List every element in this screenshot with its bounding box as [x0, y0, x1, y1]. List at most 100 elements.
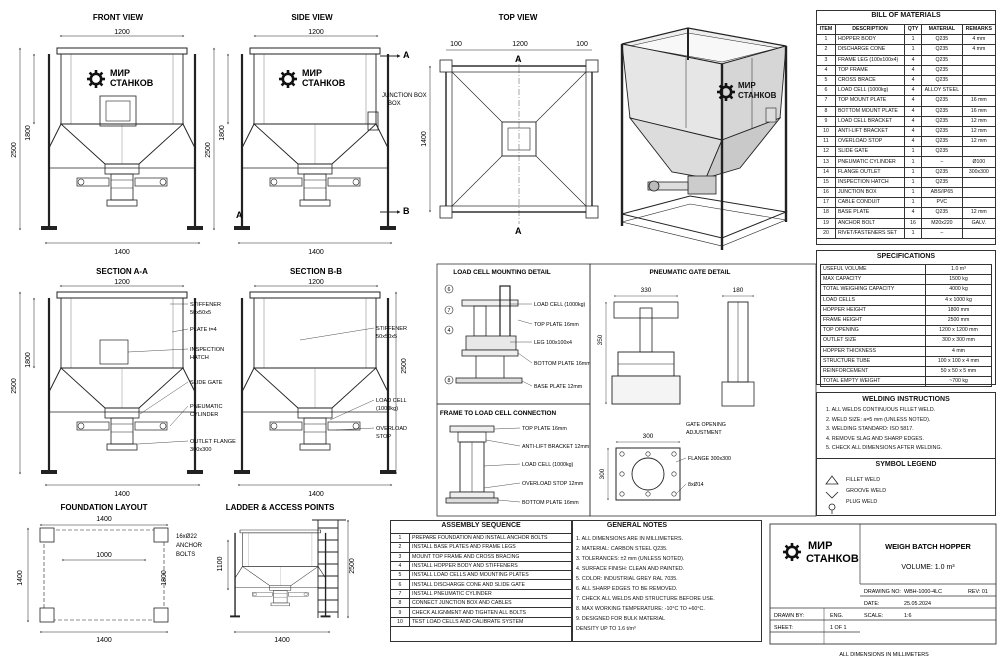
spec-value: 300 x 300 mm	[925, 335, 992, 347]
fr-label-3: OVERLOAD STOP 12mm	[522, 481, 584, 487]
section-bb-title: SECTION B-B	[290, 267, 342, 276]
iso-logo-line2: СТАНКОВ	[738, 91, 777, 100]
spec-label: TOP OPENING	[820, 325, 926, 337]
bom-cell: JUNCTION BOX	[834, 186, 905, 199]
bom-cell: 6	[816, 85, 836, 97]
lc-label-3: BOTTOM PLATE 16mm	[534, 361, 591, 367]
bom-cell: 4	[903, 85, 923, 97]
bom-cell: 4	[903, 54, 923, 66]
assembly-step-text: CONNECT JUNCTION BOX AND CABLES	[409, 598, 572, 609]
section-bb-total-height: 2500	[401, 358, 408, 374]
side-junction-label2: BOX	[388, 101, 401, 107]
top-view-margin-right: 100	[576, 41, 588, 48]
bom-cell: Q235	[921, 74, 963, 87]
bom-cell	[961, 85, 997, 97]
bom-cell: 5	[816, 74, 836, 87]
bom-cell	[961, 227, 997, 239]
lc-callout-7: 7	[448, 308, 451, 314]
gate-dim-300-h: 300	[643, 433, 654, 440]
tb-title: WEIGH BATCH HOPPER	[885, 542, 971, 551]
list-item: GROOVE WELD	[846, 488, 887, 494]
saa-label-3: INSPECTION	[190, 347, 224, 353]
bom-cell: 12	[816, 146, 836, 158]
bom-cell: 4	[903, 105, 923, 117]
bom-cell: 4	[903, 125, 923, 138]
bom-cell: 12 mm	[961, 115, 997, 127]
assembly-step-no: 4	[390, 560, 410, 572]
list-item: PLUG WELD	[846, 499, 878, 505]
assembly-step-no: 9	[390, 607, 410, 618]
bom-cell: 16	[816, 186, 836, 199]
side-section-a-bottom: A	[236, 210, 243, 220]
sbb-label-1: 50x50x5	[376, 334, 397, 340]
notes-title: GENERAL NOTES	[606, 522, 668, 529]
tb-logo-line1: МИР	[808, 540, 832, 552]
bom-cell: ANCHOR BOLT	[834, 217, 905, 229]
title-block: МИР СТАНКОВ WEIGH BATCH HOPPER VOLUME: 1…	[769, 523, 997, 658]
section-bb: SECTION B-B 1200 2500 1400 STIFFENER 50x…	[232, 267, 408, 498]
front-view-base-width: 1400	[114, 249, 130, 256]
groove-weld-icon	[825, 491, 839, 499]
bom-cell: 1	[903, 44, 923, 56]
bom-cell: Q235	[921, 176, 963, 189]
detail-frame-title: FRAME TO LOAD CELL CONNECTION	[440, 410, 557, 417]
foundation-holes2: ANCHOR	[176, 543, 203, 549]
ladder-height-2500: 2500	[349, 558, 356, 574]
bom-header-cell: REMARKS	[961, 23, 997, 36]
assembly-step-text: TEST LOAD CELLS AND CALIBRATE SYSTEM	[409, 616, 572, 627]
tb-date: 25.05.2024	[904, 601, 931, 607]
bom-cell: 1	[903, 176, 923, 189]
fr-label-2: LOAD CELL (1000kg)	[522, 462, 574, 468]
spec-label: FRAME HEIGHT	[820, 314, 926, 327]
side-section-b: B	[403, 206, 410, 216]
lc-label-4: BASE PLATE 12mm	[534, 384, 583, 390]
bom-cell: Q235	[921, 115, 963, 127]
bom-cell: Q235	[921, 95, 963, 107]
fr-label-0: TOP PLATE 16mm	[522, 426, 567, 432]
saa-label-5: SLIDE GATE	[190, 380, 223, 386]
bom-cell: Q235	[921, 125, 963, 138]
section-aa-width: 1200	[114, 279, 130, 286]
notes-panel	[572, 520, 762, 642]
gate-dim-330: 330	[641, 287, 652, 294]
bom-cell: RIVET/FASTENERS SET	[834, 227, 905, 239]
tb-sheet-label: SHEET:	[774, 625, 793, 631]
list-item: 7. CHECK ALL WELDS AND STRUCTURE BEFORE …	[576, 596, 715, 602]
front-view-title: FRONT VIEW	[93, 13, 144, 22]
section-aa-title: SECTION A-A	[96, 267, 148, 276]
ladder-title: LADDER & ACCESS POINTS	[226, 503, 335, 512]
bom-cell: CROSS BRACE	[834, 74, 905, 87]
saa-label-4: HATCH	[190, 355, 209, 361]
spec-label: TOTAL WEIGHING CAPACITY	[820, 284, 926, 296]
bom-cell: 20	[816, 227, 836, 239]
list-item: 5. CHECK ALL DIMENSIONS AFTER WELDING.	[826, 445, 943, 451]
section-aa-labels: STIFFENER 50x50x5 PLATE t=4 INSPECTION H…	[190, 302, 236, 453]
fr-label-1: ANTI-LIFT BRACKET 12mm	[522, 444, 590, 450]
fillet-weld-icon	[825, 475, 839, 485]
bom-cell: 3	[816, 54, 836, 66]
bom-cell: SLIDE GATE	[834, 146, 905, 158]
spec-label: HOPPER THICKNESS	[820, 345, 926, 357]
spec-value: 1500 kg	[925, 274, 992, 286]
front-logo-line2: СТАНКОВ	[110, 78, 154, 88]
side-view-title: SIDE VIEW	[291, 13, 333, 22]
bom-cell: 4	[816, 64, 836, 76]
tb-drawn-label: DRAWN BY:	[774, 613, 804, 619]
lc-label-2: LEG 100x100x4	[534, 340, 572, 346]
front-view: FRONT VIEW 1200 1800 2500 1400 МИР СТАНК…	[11, 13, 205, 256]
side-section-a-top: A	[403, 50, 410, 60]
assembly-step-no: 8	[390, 598, 410, 609]
gate-dim-300-v: 300	[599, 468, 606, 479]
bom-cell: 18	[816, 207, 836, 219]
section-aa-total-height: 2500	[11, 378, 18, 394]
bom-cell: OVERLOAD STOP	[834, 136, 905, 148]
bom-cell: PVC	[921, 197, 963, 209]
detail-lc-title: LOAD CELL MOUNTING DETAIL	[453, 269, 550, 276]
